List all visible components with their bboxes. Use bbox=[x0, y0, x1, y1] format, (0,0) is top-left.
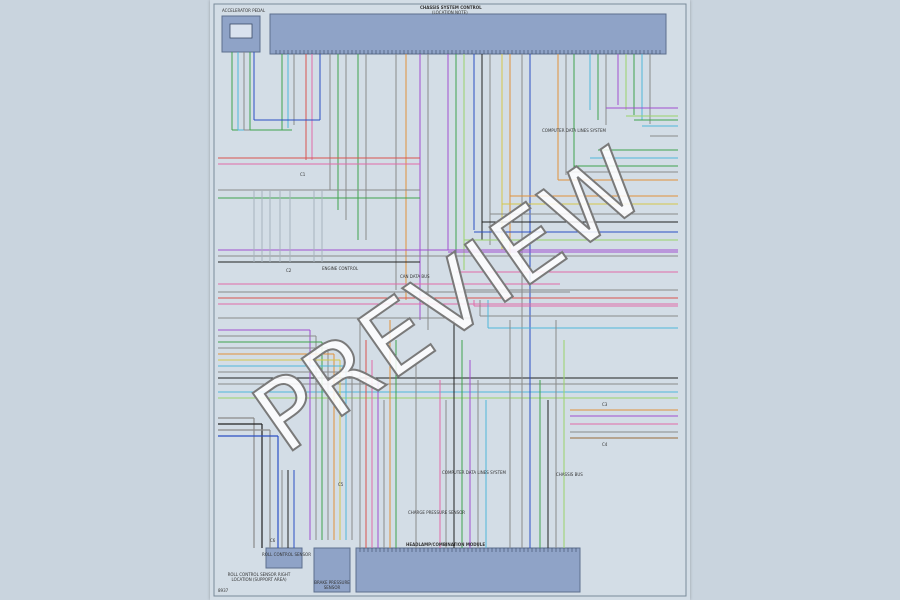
bottom-left-box bbox=[265, 547, 303, 569]
page-number: 8937 bbox=[218, 588, 229, 593]
note-6: CHASSIS BUS bbox=[556, 472, 583, 477]
bottom-left-box-label: ROLL CONTROL SENSOR bbox=[262, 552, 311, 557]
connector-c6: C6 bbox=[270, 538, 276, 543]
connector-c5: C5 bbox=[338, 482, 344, 487]
note-4: COMPUTER DATA LINES SYSTEM bbox=[442, 470, 507, 475]
bottom-mid-box-label: BRAKE PRESSURE SENSOR bbox=[314, 580, 350, 590]
bottom-left-caption: ROLL CONTROL SENSOR RIGHT LOCATION (SUPP… bbox=[227, 572, 291, 582]
connector-c3: C3 bbox=[602, 402, 608, 407]
sensor-top-left-label: ACCELERATOR PEDAL bbox=[222, 8, 266, 13]
sheet-frame bbox=[213, 3, 687, 597]
pin-tick-layer bbox=[275, 50, 661, 552]
top-module-box bbox=[269, 13, 667, 55]
top-module-sublabel: (LOCATION NOTE) bbox=[432, 10, 468, 15]
bottom-module-label: HEADLAMP/COMBINATION MODULE bbox=[406, 542, 486, 547]
top-module-label: CHASSIS SYSTEM CONTROL bbox=[420, 5, 482, 10]
connector-c2: C2 bbox=[286, 268, 292, 273]
wiring-diagram-sheet: ACCELERATOR PEDAL CHASSIS SYSTEM CONTROL… bbox=[210, 0, 690, 600]
bottom-mid-box bbox=[313, 547, 351, 593]
sensor-top-left-inner bbox=[229, 23, 253, 39]
connector-c4: C4 bbox=[602, 442, 608, 447]
wiring-diagram bbox=[213, 3, 687, 597]
wire-layer bbox=[218, 52, 678, 548]
note-2: CAN DATA BUS bbox=[400, 274, 430, 279]
bottom-module-box bbox=[355, 547, 581, 593]
note-1: COMPUTER DATA LINES SYSTEM bbox=[542, 128, 607, 133]
note-3: ENGINE CONTROL bbox=[322, 266, 359, 271]
sensor-top-left-box bbox=[221, 15, 261, 53]
connector-c1: C1 bbox=[300, 172, 306, 177]
note-5: CHARGE PRESSURE SENSOR bbox=[408, 510, 466, 515]
